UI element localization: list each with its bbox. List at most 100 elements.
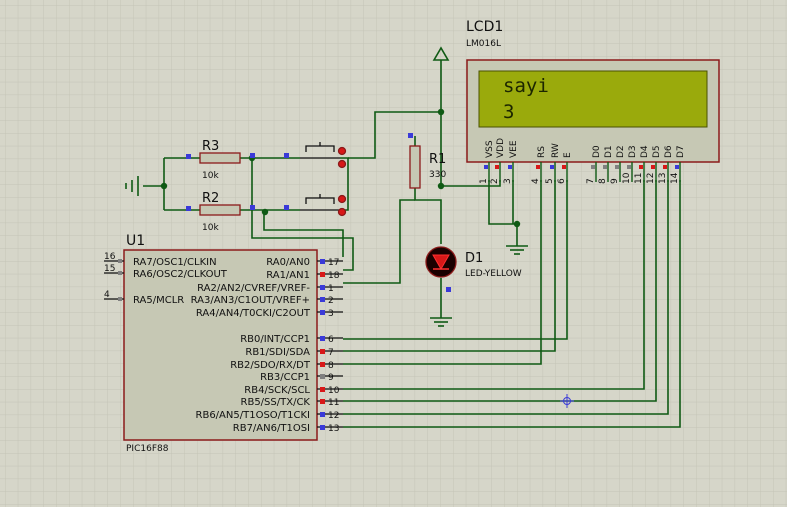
led-type: LED-YELLOW — [465, 269, 522, 279]
r1-value: 330 — [429, 170, 446, 180]
lcd-pin-marker — [536, 165, 540, 169]
mcu-pin-label: RA5/MCLR — [133, 295, 184, 306]
mcu-pin-marker — [320, 272, 325, 277]
ground-symbol-led — [430, 317, 452, 327]
lcd-pin-label: VEE — [509, 140, 519, 158]
mcu-pin-label: RA3/AN3/C1OUT/VREF+ — [191, 295, 310, 306]
lcd-pin-marker — [550, 165, 554, 169]
lcd-pin-number: 8 — [598, 178, 608, 184]
mcu-pin-marker — [320, 336, 325, 341]
lcd-pin-marker — [651, 165, 655, 169]
lcd-screen — [478, 70, 708, 128]
led-d1[interactable]: D1 LED-YELLOW — [425, 246, 522, 279]
mcu-pin-marker — [320, 374, 325, 379]
mcu-pin-label: RA4/AN4/T0CKI/C2OUT — [196, 308, 311, 319]
lcd-pin-label: VDD — [496, 138, 506, 158]
lcd-pin-marker — [495, 165, 499, 169]
mcu-pin-marker — [118, 259, 122, 263]
mcu-pin-marker — [118, 271, 122, 275]
mcu-pin-number: 3 — [328, 309, 334, 319]
lcd-pin-number: 4 — [531, 178, 541, 184]
mcu-pin-label: RA6/OSC2/CLKOUT — [133, 269, 228, 280]
mcu-pin-number: 15 — [104, 264, 115, 274]
push-button-1[interactable] — [300, 142, 347, 169]
mcu-body — [123, 249, 318, 441]
mcu-pin-label: RB3/CCP1 — [260, 372, 310, 383]
lcd-model: LM016L — [466, 39, 501, 49]
lcd-pin-label: D2 — [616, 145, 626, 158]
mcu-pin-number: 13 — [328, 424, 339, 434]
lcd-pin-number: 5 — [545, 178, 555, 184]
mcu-pin-marker — [320, 399, 325, 404]
mcu-pin-number: 9 — [328, 373, 334, 383]
resistor-r3[interactable]: R3 10k — [199, 139, 241, 181]
push-button-2[interactable] — [300, 194, 347, 217]
mcu-pin-marker — [118, 297, 122, 301]
mcu-pin-number: 1 — [328, 284, 334, 294]
mcu-pin-marker — [320, 297, 325, 302]
mcu-pin-label: RA7/OSC1/CLKIN — [133, 257, 217, 268]
mcu-pin-number: 18 — [328, 271, 340, 281]
lcd-pin-number: 9 — [610, 178, 620, 184]
crosshair-cursor-icon — [560, 394, 574, 408]
mcu-pin-number: 7 — [328, 348, 334, 358]
mcu-pin-number: 8 — [328, 361, 334, 371]
lcd-pin-number: 1 — [479, 178, 489, 184]
lcd-pin-marker — [615, 165, 619, 169]
lcd-pin-marker — [627, 165, 631, 169]
r2-ref: R2 — [202, 191, 219, 206]
r3-value: 10k — [202, 171, 219, 181]
lcd-pin-label: D5 — [652, 145, 662, 158]
lcd-pin-marker — [675, 165, 679, 169]
resistor-r2[interactable]: R2 10k — [199, 191, 241, 233]
mcu-pin-label: RA1/AN1 — [266, 270, 310, 281]
mcu-pin-number: 11 — [328, 398, 339, 408]
mcu-pin-marker — [320, 425, 325, 430]
lcd-pin-label: RS — [537, 146, 547, 158]
lcd-pin-label: D7 — [676, 145, 686, 158]
lcd-pin-label: D1 — [604, 145, 614, 158]
mcu-pin-marker — [320, 310, 325, 315]
mcu-pin-number: 4 — [104, 290, 110, 300]
mcu-pin-label: RB0/INT/CCP1 — [240, 334, 310, 345]
mcu-pin-label: RA2/AN2/CVREF/VREF- — [197, 283, 310, 294]
lcd-pin-number: 12 — [646, 173, 656, 184]
lcd-pin-marker — [603, 165, 607, 169]
led-ref: D1 — [465, 251, 483, 266]
mcu-pin-marker — [320, 349, 325, 354]
lcd-pin-number: 13 — [658, 173, 668, 184]
mcu-pin-label: RB2/SDO/RX/DT — [230, 360, 311, 371]
mcu-pin-label: RB4/SCK/SCL — [244, 385, 310, 396]
resistor-r1[interactable]: R1 330 — [409, 145, 446, 189]
mcu-pin-number: 16 — [104, 252, 116, 262]
lcd-line-1: sayi — [503, 75, 549, 97]
mcu-pin-number: 17 — [328, 258, 339, 268]
mcu-right-pins: 17RA0/AN018RA1/AN11RA2/AN2/CVREF/VREF-2R… — [191, 257, 343, 434]
lcd-pin-label: D6 — [664, 145, 674, 158]
lcd-pin-number: 2 — [490, 178, 500, 184]
r1-ref: R1 — [429, 152, 446, 167]
lcd-pin-label: RW — [551, 143, 561, 158]
mcu-pin-marker — [320, 285, 325, 290]
mcu-pin-label: RA0/AN0 — [266, 257, 310, 268]
mcu-pin-label: RB5/SS/TX/CK — [241, 397, 311, 408]
mcu-pin-number: 12 — [328, 411, 339, 421]
mcu-pin-label: RB6/AN5/T1OSO/T1CKI — [196, 410, 310, 421]
lcd-pin-label: VSS — [485, 140, 495, 158]
ground-symbol-lcd — [506, 245, 528, 255]
mcu-pin-label: RB1/SDI/SDA — [245, 347, 310, 358]
lcd-pin-number: 11 — [634, 173, 644, 184]
pin-markers — [186, 133, 451, 292]
mcu-pin-marker — [320, 259, 325, 264]
lcd-pin-label: D3 — [628, 145, 638, 158]
mcu-part: PIC16F88 — [126, 444, 169, 454]
lcd-pin-number: 14 — [670, 172, 680, 184]
lcd-pin-label: D0 — [592, 145, 602, 158]
mcu-pin-number: 10 — [328, 386, 340, 396]
mcu-ref: U1 — [126, 233, 145, 249]
